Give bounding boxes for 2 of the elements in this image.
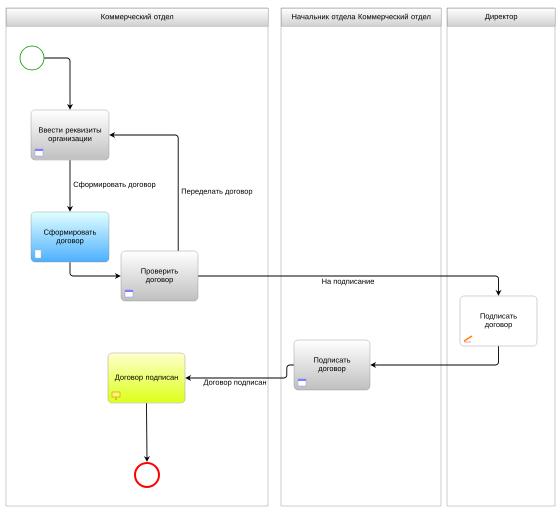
end-event-circle: [134, 462, 160, 488]
start-event-circle: [20, 46, 44, 70]
